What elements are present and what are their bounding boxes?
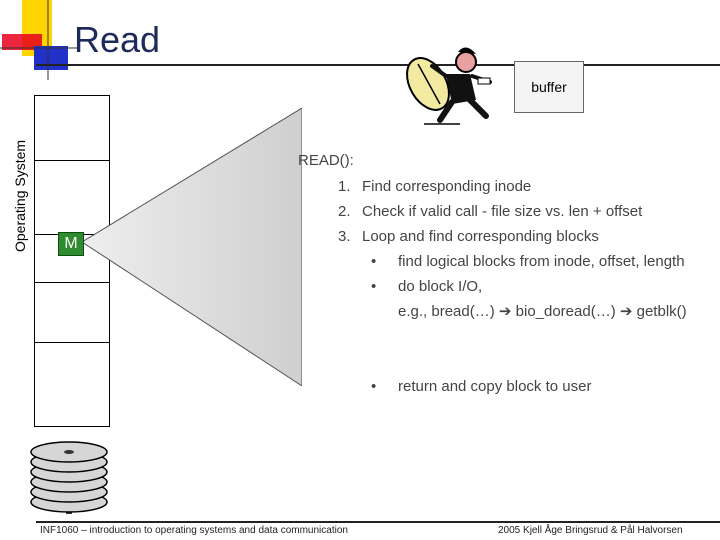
memory-marker: M (58, 232, 84, 256)
step-number: 2. (338, 203, 351, 220)
call-chain-end: getblk() (637, 303, 687, 320)
bullet-icon: • (371, 278, 376, 295)
bullet-text: return and copy block to user (398, 378, 591, 395)
step-text: Check if valid call - file size vs. len … (362, 203, 642, 220)
bullet-text: do block I/O, (398, 278, 482, 295)
bullet-icon: • (371, 253, 376, 270)
call-chain-prefix: e.g., bread(…) (398, 303, 495, 320)
arrow-right-icon: ➔ (499, 303, 512, 320)
buffer-box: buffer (514, 61, 584, 113)
disk-icon (28, 436, 110, 526)
corner-decoration (0, 0, 80, 80)
footer-course: INF1060 – introduction to operating syst… (40, 525, 348, 536)
call-chain: e.g., bread(…) ➔ bio_doread(…) ➔ getblk(… (398, 302, 687, 320)
call-chain-mid: bio_doread(…) (516, 303, 616, 320)
slide-title: Read (74, 18, 160, 62)
step-number: 1. (338, 178, 351, 195)
step-number: 3. (338, 228, 351, 245)
os-label: Operating System (12, 140, 28, 252)
footer-authors: 2005 Kjell Åge Bringsrud & Pål Halvorsen (498, 525, 683, 536)
step-text: Loop and find corresponding blocks (362, 228, 599, 245)
bullet-icon: • (371, 378, 376, 395)
bullet-text: find logical blocks from inode, offset, … (398, 253, 685, 270)
arrow-right-icon: ➔ (620, 303, 633, 320)
step-text: Find corresponding inode (362, 178, 531, 195)
read-heading: READ(): (298, 152, 354, 169)
title-divider (36, 64, 720, 66)
footer-divider (36, 521, 720, 523)
running-man-icon (400, 44, 496, 126)
expansion-funnel (82, 108, 302, 386)
